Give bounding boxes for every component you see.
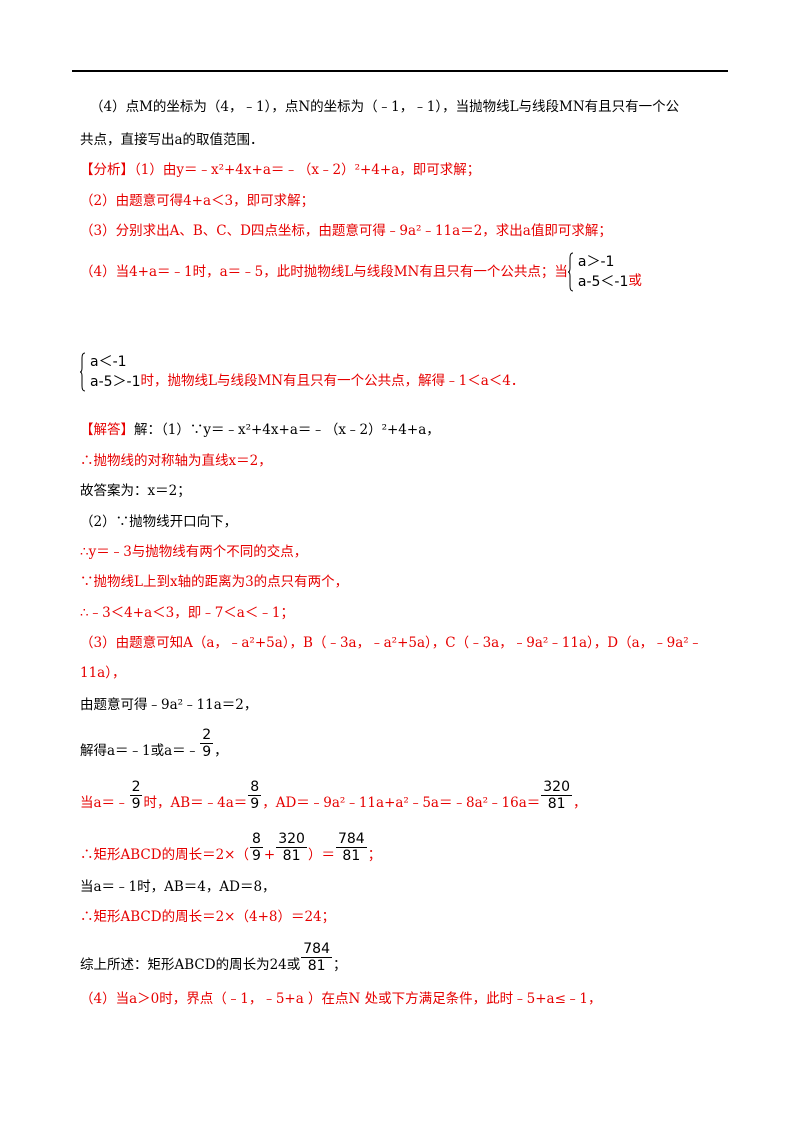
numerator: 320 bbox=[543, 778, 570, 795]
analysis-line-1: 【分析】（1）由y＝﹣x²+4x+a＝﹣（x﹣2）²+4+a，即可求解； bbox=[80, 161, 480, 179]
denominator: 9 bbox=[202, 743, 212, 760]
inequality-system-1: a＞-1 a-5＜-1 bbox=[567, 252, 629, 292]
denominator: 9 bbox=[131, 795, 141, 812]
answer-text-13a: ∴矩形ABCD的周长＝2×（ bbox=[80, 847, 249, 863]
brace-icon bbox=[567, 252, 573, 292]
inequality-system-2: a＜-1 a-5＞-1 bbox=[80, 352, 141, 392]
answer-line-15: ∴矩形ABCD的周长＝2×（4+8）＝24； bbox=[80, 909, 336, 925]
analysis-tag: 【分析】 bbox=[80, 162, 134, 178]
analysis-line-2: （2）由题意可得4+a＜3，即可求解； bbox=[80, 193, 315, 209]
answer-line-1: 【解答】解：（1）∵y＝﹣x²+4x+a＝﹣（x﹣2）²+4+a， bbox=[80, 421, 440, 439]
answer-line-5: ∴y＝﹣3与抛物线有两个不同的交点， bbox=[80, 544, 308, 560]
answer-text-13d: ； bbox=[367, 847, 382, 863]
answer-text-11a: 解得a＝﹣1或a＝﹣ bbox=[80, 743, 200, 759]
numerator: 784 bbox=[337, 830, 365, 847]
answer-text-12a: 当a＝﹣ bbox=[80, 795, 129, 811]
header-rule bbox=[72, 70, 728, 72]
denominator: 81 bbox=[342, 847, 361, 864]
system-2-row-2: a-5＞-1 bbox=[90, 374, 141, 390]
denominator: 9 bbox=[250, 795, 260, 812]
system-1-row-1: a＞-1 bbox=[577, 254, 615, 270]
analysis-text-4a: （4）当4+a＝﹣1时，a＝﹣5，此时抛物线L与线段MN有且只有一个公共点；当 bbox=[80, 264, 568, 280]
answer-line-14: 当a＝﹣1时，AB＝4，AD＝8， bbox=[80, 879, 276, 895]
denominator: 81 bbox=[307, 957, 326, 974]
answer-line-3: 故答案为：x＝2； bbox=[80, 483, 191, 499]
answer-text-16a: 综上所述：矩形ABCD的周长为24或 bbox=[80, 957, 301, 973]
answer-text-11b: ， bbox=[214, 743, 228, 759]
question-4-line-1: （4）点M的坐标为（4，﹣1），点N的坐标为（﹣1，﹣1），当抛物线L与线段MN… bbox=[90, 99, 680, 115]
answer-text-13b: + bbox=[263, 847, 276, 863]
answer-text-1: 解：（1）∵y＝﹣x²+4x+a＝﹣（x﹣2）²+4+a， bbox=[134, 422, 440, 438]
denominator: 81 bbox=[547, 795, 566, 812]
analysis-text-1: （1）由y＝﹣x²+4x+a＝﹣（x﹣2）²+4+a，即可求解； bbox=[134, 162, 481, 178]
answer-line-2: ∴抛物线的对称轴为直线x＝2， bbox=[80, 453, 272, 469]
numerator: 8 bbox=[250, 778, 260, 795]
answer-line-6: ∵抛物线L上到x轴的距离为3的点只有两个， bbox=[80, 574, 349, 590]
numerator: 2 bbox=[131, 778, 141, 795]
brace-icon bbox=[80, 352, 86, 392]
answer-line-9: 11a）， bbox=[80, 665, 126, 681]
numerator: 784 bbox=[303, 940, 330, 957]
analysis-text-4b: 或 bbox=[628, 273, 642, 289]
answer-line-7: ∴﹣3＜4+a＜3，即﹣7＜a＜﹣1； bbox=[80, 605, 294, 621]
numerator: 2 bbox=[202, 726, 212, 743]
analysis-line-3: （3）分别求出A、B、C、D四点坐标，由题意可得﹣9a²﹣11a＝2，求出a值即… bbox=[80, 223, 612, 239]
answer-text-12b: 时，AB＝﹣4a＝ bbox=[143, 795, 248, 811]
answer-text-12c: ，AD＝﹣9a²﹣11a+a²﹣5a＝﹣8a²﹣16a＝ bbox=[262, 795, 541, 811]
question-4-line-2: 共点，直接写出a的取值范围． bbox=[80, 132, 264, 148]
numerator: 320 bbox=[278, 830, 305, 847]
denominator: 9 bbox=[251, 847, 261, 864]
answer-text-12d: ， bbox=[573, 795, 587, 811]
answer-text-16b: ； bbox=[333, 957, 347, 973]
answer-text-13c: ）＝ bbox=[307, 847, 335, 863]
answer-line-8: （3）由题意可知A（a，﹣a²+5a），B（﹣3a，﹣a²+5a），C（﹣3a，… bbox=[80, 635, 703, 651]
answer-line-10: 由题意可得﹣9a²﹣11a＝2， bbox=[80, 697, 258, 713]
answer-line-17: （4）当a＞0时，界点（﹣1，﹣5+a ）在点N 处或下方满足条件，此时﹣5+a… bbox=[80, 991, 602, 1007]
system-1-row-2: a-5＜-1 bbox=[577, 274, 629, 290]
denominator: 81 bbox=[282, 847, 301, 864]
analysis-text-4c: 时，抛物线L与线段MN有且只有一个公共点，解得﹣1＜a＜4． bbox=[140, 373, 525, 389]
answer-tag: 【解答】 bbox=[80, 422, 134, 438]
answer-line-4: （2）∵抛物线开口向下， bbox=[80, 514, 238, 530]
numerator: 8 bbox=[251, 830, 261, 847]
system-2-row-1: a＜-1 bbox=[90, 354, 127, 370]
